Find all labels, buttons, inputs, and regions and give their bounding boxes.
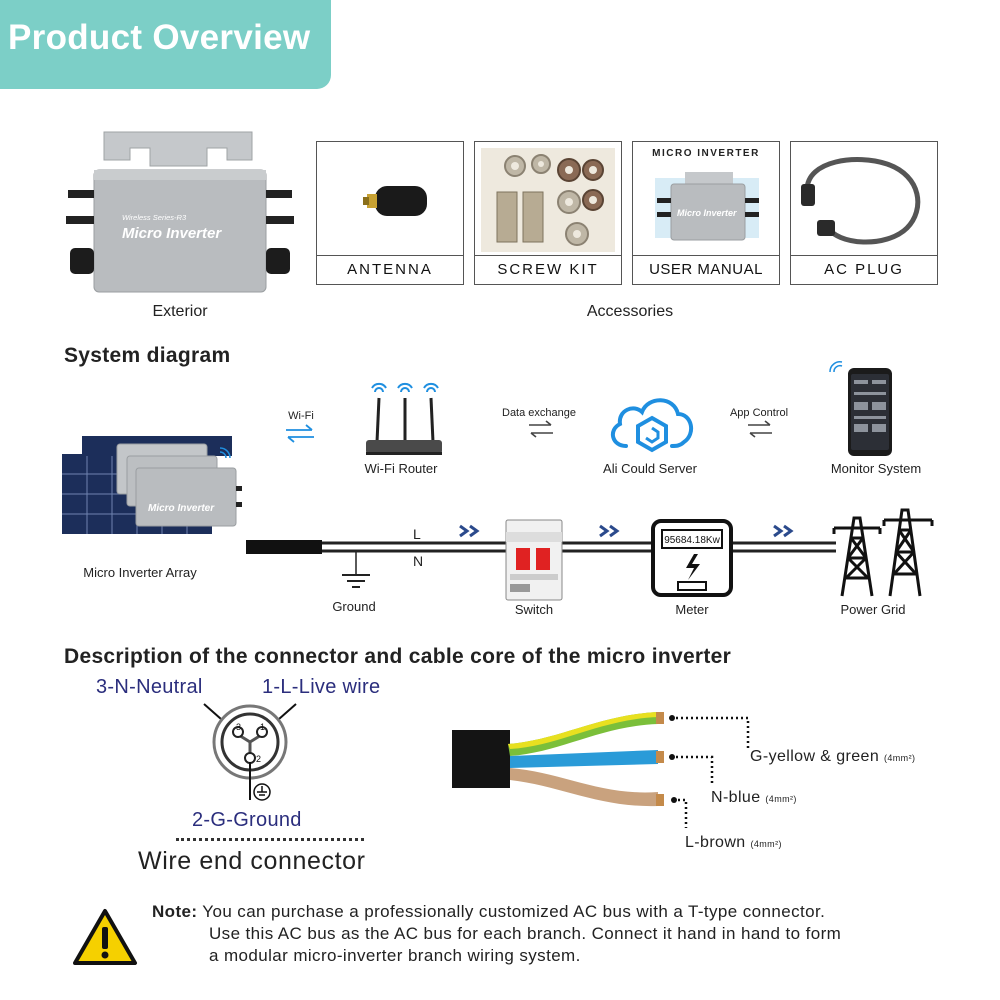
micro-inverter-array-image: Micro Inverter [62,436,242,534]
system-diagram-heading: System diagram [64,344,231,367]
dotted-divider [176,838,364,841]
accessory-label: ANTENNA [317,255,463,284]
cable-brown-size: (4mm²) [750,839,782,849]
flow-arrow-icon [599,524,620,538]
cable-blue-label: N-blue (4mm²) [711,789,797,807]
data-exchange-label: Data exchange [502,407,576,419]
pin-2-number: 2 [256,754,261,764]
cable-brown-text: L-brown [685,834,746,851]
wifi-label: Wi-Fi [288,410,314,422]
neutral-pin-label: 3-N-Neutral [96,676,203,698]
cable-core-diagram [452,712,750,828]
cable-green-size: (4mm²) [883,753,916,763]
app-control-label: App Control [729,407,789,419]
connector-heading: Description of the connector and cable c… [64,645,732,668]
circuit-breaker-switch-icon [505,519,563,601]
ac-plug-icon [801,157,921,245]
note-text-1: You can purchase a professionally custom… [202,902,826,921]
inverter-array-label: Micro Inverter Array [83,565,197,580]
warning-triangle-icon [73,909,137,965]
device-series-text: Wireless Series-R3 [122,213,187,222]
line-n-label: N [413,553,424,569]
manual-device-name: Micro Inverter [677,208,737,218]
accessory-antenna-card: ANTENNA [316,141,464,285]
device-name-text: Micro Inverter [122,225,222,242]
wifi-router-label: Wi-Fi Router [364,461,438,476]
meter-reading-text: 95684.18Kw [664,535,720,546]
monitor-system-label: Monitor System [830,461,922,476]
page-title: Product Overview [8,18,311,57]
cable-green-text: G-yellow & green [750,748,880,765]
data-exchange-arrows-icon [529,420,553,438]
wifi-exchange-arrows-icon [286,424,314,443]
monitor-phone-icon [829,361,892,456]
wire-end-connector-diagram: 3 1 2 [203,703,297,801]
power-grid-label: Power Grid [840,602,906,617]
power-grid-tower-icon [832,508,934,597]
accessory-label: AC PLUG [791,255,937,284]
accessory-screw-kit-card: SCREW KIT [474,141,622,285]
note-block: Note: You can purchase a professionally … [152,901,952,967]
antenna-icon [363,186,427,216]
array-device-name: Micro Inverter [148,503,215,514]
electric-meter-icon: 95684.18Kw [651,519,733,597]
ground-pin-label: 2-G-Ground [192,809,302,831]
manual-header: MICRO INVERTER [652,148,760,159]
pin-1-number: 1 [260,722,265,732]
cloud-server-label: Ali Could Server [603,461,697,476]
earth-ground-icon [253,783,271,801]
wifi-signal-icon [219,447,231,459]
flow-arrow-icon [459,524,480,538]
screw-kit-icon [481,148,615,252]
app-control-arrows-icon [748,420,772,438]
live-pin-label: 1-L-Live wire [262,676,381,698]
accessory-user-manual-card: MICRO INVERTER Micro Inverter USER MANUA… [632,141,780,285]
line-l-label: L [413,526,421,542]
ground-symbol-icon [342,551,370,588]
micro-inverter-exterior-image: Wireless Series-R3 Micro Inverter [66,131,294,293]
title-banner: Product Overview [0,0,331,89]
note-line-2: Use this AC bus as the AC bus for each b… [209,924,842,943]
cable-blue-text: N-blue [711,789,761,806]
ground-label: Ground [332,599,376,614]
note-line-1: Note: You can purchase a professionally … [152,901,952,923]
pin-3-number: 3 [236,722,241,732]
user-manual-icon: Micro Inverter [655,172,759,241]
switch-label: Switch [514,602,554,617]
accessories-caption: Accessories [586,303,674,320]
meter-label: Meter [675,602,709,617]
wifi-router-icon [366,382,442,455]
note-label: Note: [152,902,198,921]
flow-arrow-icon [773,524,794,538]
power-line [246,540,836,554]
cable-blue-size: (4mm²) [765,794,797,804]
wire-end-connector-label: Wire end connector [138,847,366,875]
accessory-label: USER MANUAL [633,255,779,284]
cable-green-label: G-yellow & green (4mm²) [750,748,915,766]
accessory-ac-plug-card: AC PLUG [790,141,938,285]
cloud-server-icon [610,398,694,453]
exterior-caption: Exterior [152,303,208,320]
accessory-label: SCREW KIT [475,255,621,284]
note-line-3: a modular micro-inverter branch wiring s… [209,946,581,965]
cable-brown-label: L-brown (4mm²) [685,834,782,852]
